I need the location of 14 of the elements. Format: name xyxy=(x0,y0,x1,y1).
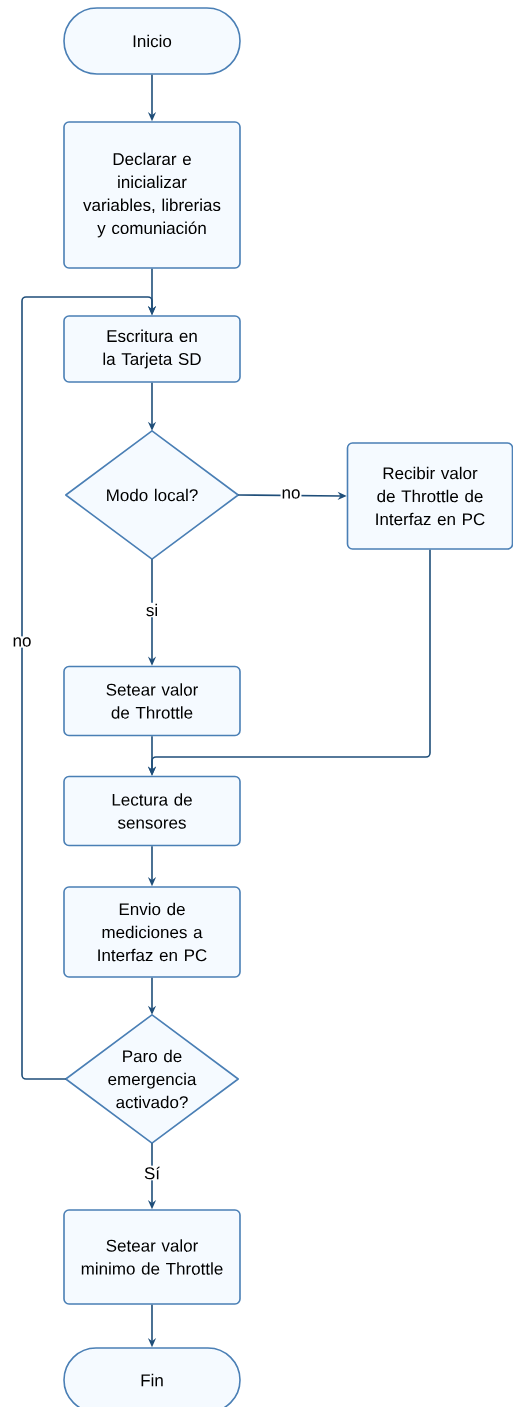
edge-label: Sí xyxy=(142,1165,162,1181)
process-box: Setear valor minimo de Throttle xyxy=(63,1209,241,1305)
edge-label: no xyxy=(280,488,302,500)
process-box: Lectura de sensores xyxy=(63,775,241,847)
edge-label: si xyxy=(144,602,160,618)
process-box: Escritura en la Tarjeta SD xyxy=(63,315,241,383)
edge-label: no xyxy=(11,636,33,648)
process-box: Envio de mediciones a Interfaz en PC xyxy=(63,886,241,978)
terminal-box: Fin xyxy=(63,1347,241,1407)
arrow xyxy=(21,296,157,1080)
process-box: Setear valor de Throttle xyxy=(63,665,241,737)
process-box: Recibir valor de Throttle de Interfaz en PC xyxy=(346,442,513,550)
process-box: Declarar e inicializar variables, librerias y comuniación xyxy=(63,121,241,269)
terminal-box: Inicio xyxy=(63,7,241,75)
